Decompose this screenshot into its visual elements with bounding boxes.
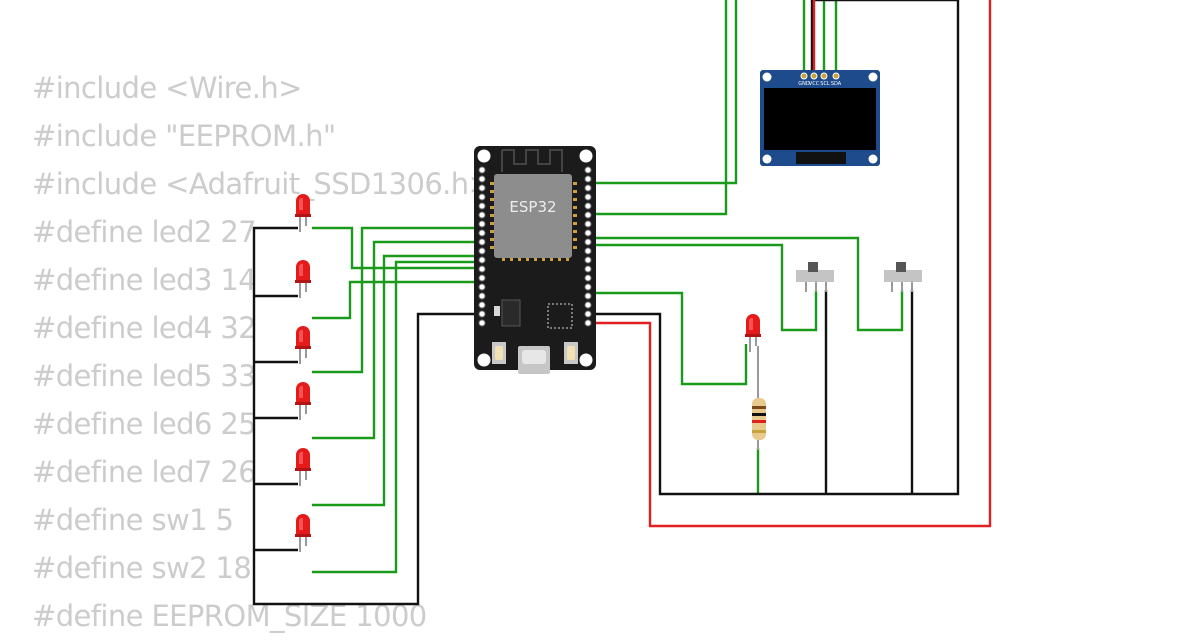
esp32-board[interactable]: ESP32 — [474, 146, 596, 374]
ground-wires — [252, 0, 960, 606]
code-line: #include "EEPROM.h" — [32, 119, 336, 153]
oled-pin-vcc: VCC — [809, 81, 820, 87]
regulator-tab — [494, 306, 500, 316]
code-line: #define led7 26 — [32, 455, 257, 489]
resistor-icon[interactable] — [752, 346, 766, 450]
code-line: #define led6 25 — [32, 407, 257, 441]
code-line: #define sw1 5 — [32, 503, 234, 537]
power-wires — [592, 0, 992, 528]
code-line: #include <Wire.h> — [32, 71, 302, 105]
code-line: #include <Adafruit_SSD1306.h> — [32, 167, 493, 201]
led-icon[interactable] — [294, 193, 312, 233]
slide-switch-icon[interactable] — [796, 262, 834, 292]
led-icon[interactable] — [294, 513, 312, 553]
oled-display[interactable]: GND VCC SCL SDA — [760, 70, 880, 166]
usb-chip — [547, 303, 573, 329]
reset-button[interactable] — [564, 342, 578, 364]
antenna-trace — [501, 149, 563, 172]
oled-pins — [800, 72, 840, 80]
esp32-label: ESP32 — [509, 198, 556, 216]
boot-button[interactable] — [492, 342, 506, 364]
code-line: #define led2 27 — [32, 215, 257, 249]
code-overlay: #include <Wire.h> #include "EEPROM.h" #i… — [32, 66, 493, 642]
led-icon[interactable] — [294, 447, 312, 487]
esp32-module — [494, 174, 572, 258]
oled-screen — [764, 88, 876, 150]
oled-pin-sda: SDA — [831, 81, 842, 87]
oled-ribbon — [796, 152, 846, 164]
code-line: #define led4 32 — [32, 311, 257, 345]
header-pins — [478, 166, 592, 327]
usb-port-icon — [518, 346, 550, 374]
led-icon[interactable] — [294, 381, 312, 421]
oled-pin-scl: SCL — [820, 81, 830, 87]
regulator — [501, 299, 521, 327]
led-icon[interactable] — [294, 259, 312, 299]
wires — [252, 0, 992, 606]
module-pads — [490, 182, 577, 261]
code-line: #define sw2 18 — [32, 551, 252, 585]
code-line: #define led5 33 — [32, 359, 257, 393]
led-icon[interactable] — [294, 325, 312, 365]
code-line: #define led3 14 — [32, 263, 257, 297]
signal-wires — [312, 0, 904, 574]
oled-pin-gnd: GND — [798, 81, 810, 87]
slide-switch-icon[interactable] — [884, 262, 922, 292]
